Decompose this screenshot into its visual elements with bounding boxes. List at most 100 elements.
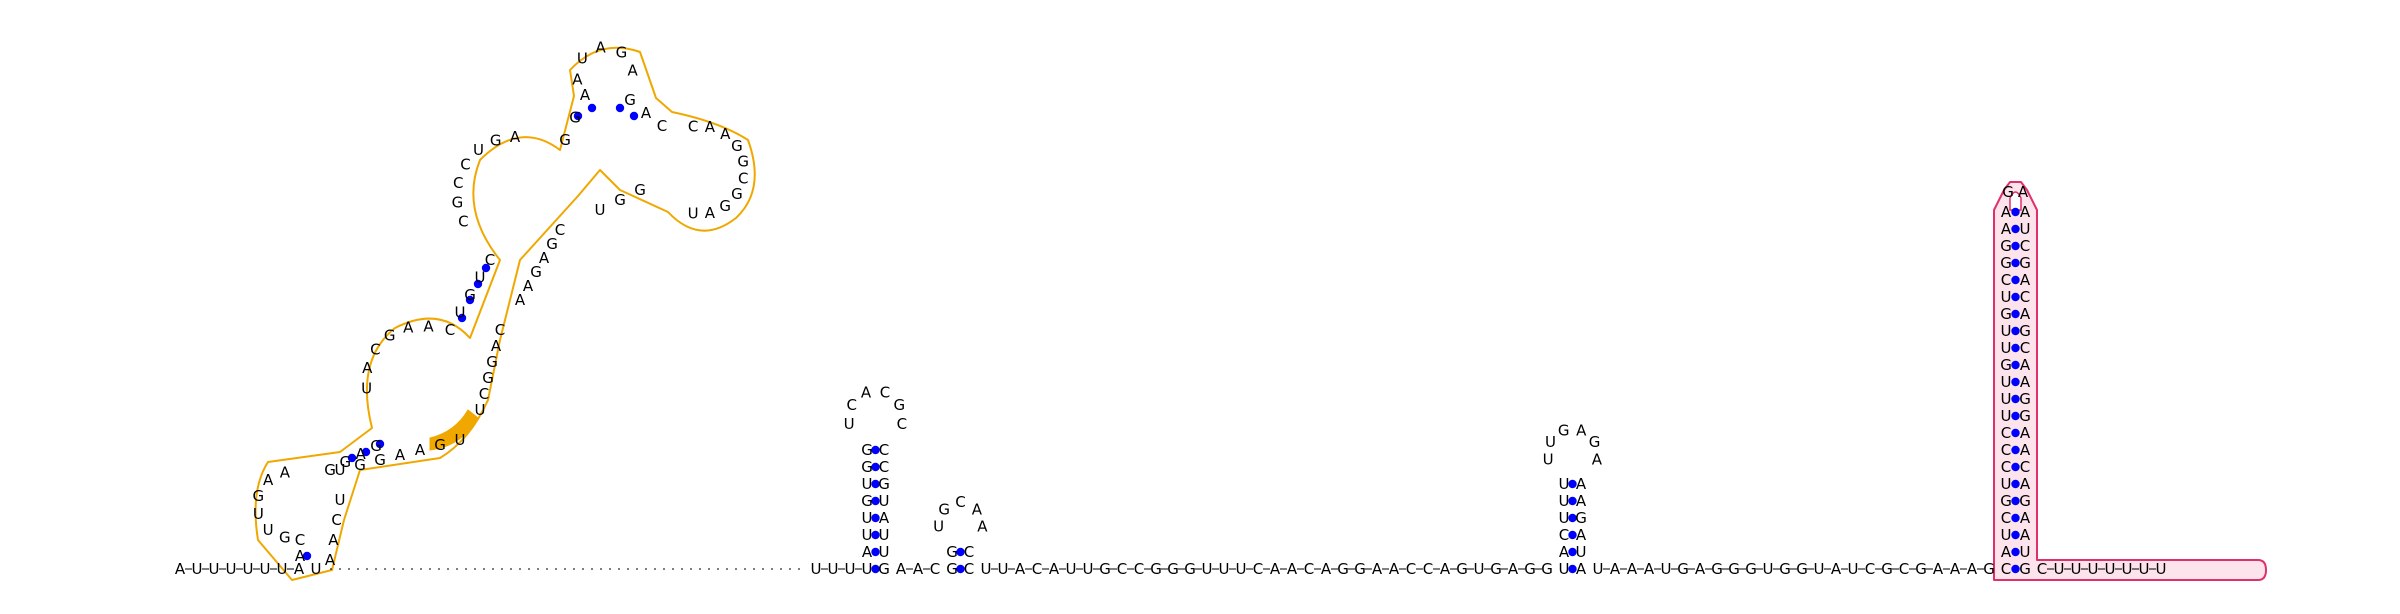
poly-u-tail-nucleotide: U — [2156, 560, 2167, 578]
terminator-loop: G — [2002, 183, 2014, 201]
base-pair-dot — [347, 453, 357, 463]
linker-nucleotide: C — [1865, 560, 1875, 578]
left-domain-nucleotide: G — [434, 436, 446, 454]
linker-nucleotide: U — [1236, 560, 1247, 578]
terminator-stem-right: A — [2020, 305, 2031, 323]
left-domain-nucleotide: G — [384, 326, 396, 344]
linker-nucleotide: U — [1763, 560, 1774, 578]
left-domain-nucleotide: C — [738, 169, 748, 187]
leader-nucleotide: A — [175, 560, 186, 578]
hairpin-a-base: G — [878, 560, 890, 578]
hairpin-c-stem-right: A — [1576, 492, 1587, 510]
base-pair-dot — [2011, 241, 2020, 251]
terminator-stem-right: A — [2020, 526, 2031, 544]
linker-nucleotide: G — [1711, 560, 1723, 578]
left-domain-nucleotide: G — [354, 456, 366, 474]
linker-nucleotide: U — [845, 560, 856, 578]
base-pair-dot — [1568, 479, 1577, 489]
base-pair-dot — [871, 479, 880, 489]
hairpin-b-loop: A — [977, 517, 988, 535]
terminator-stem-right: C — [2020, 339, 2030, 357]
left-domain-nucleotide: C — [479, 385, 489, 403]
hairpin-c-loop: A — [1576, 422, 1587, 440]
linker-nucleotide: C — [1423, 560, 1433, 578]
left-domain-nucleotide: C — [485, 251, 495, 269]
hairpin-a-stem-right: U — [879, 543, 890, 561]
base-pair-dot — [2011, 445, 2020, 455]
base-pair-dots — [302, 103, 2020, 574]
terminator-stem-left: U — [2001, 390, 2012, 408]
left-domain-nucleotide: C — [657, 117, 667, 135]
linker-nucleotide: G — [1915, 560, 1927, 578]
terminator-stem-left: G — [2000, 254, 2012, 272]
left-domain-nucleotide: U — [577, 50, 588, 68]
terminator-stem-left: U — [2001, 526, 2012, 544]
left-domain-nucleotide: G — [324, 461, 336, 479]
linker-nucleotide: G — [1524, 560, 1536, 578]
hairpin-b-loop: C — [955, 493, 965, 511]
left-domain-nucleotide: G — [452, 194, 464, 212]
base-pair-dot — [587, 103, 597, 113]
base-pair-dot — [2011, 207, 2020, 217]
hairpin-a-stem-right: A — [879, 509, 890, 527]
left-domain-nucleotide: A — [295, 547, 306, 565]
base-pair-dot — [2011, 411, 2020, 421]
left-domain-nucleotide: U — [455, 431, 466, 449]
linker-nucleotide: G — [1541, 560, 1553, 578]
linker-nucleotide: G — [1745, 560, 1757, 578]
hairpin-b-stem-left: G — [946, 543, 958, 561]
base-pair-dot — [1568, 547, 1577, 557]
hairpin-c-stem-left: U — [1559, 560, 1570, 578]
base-pair-dot — [2011, 360, 2020, 370]
left-domain-nucleotide: A — [705, 118, 716, 136]
linker-nucleotide: A — [1321, 560, 1332, 578]
linker-nucleotide: A — [1440, 560, 1451, 578]
left-domain-nucleotide: U — [475, 269, 486, 287]
leader-nucleotide: U — [260, 560, 271, 578]
left-domain-nucleotide: C — [453, 174, 463, 192]
base-pair-dot — [2011, 377, 2020, 387]
linker-nucleotide: A — [1695, 560, 1706, 578]
base-pair-dot — [2011, 564, 2020, 574]
hairpin-c-stem-left: C — [1559, 526, 1569, 544]
hairpin-c-loop: U — [1543, 451, 1554, 469]
base-pair-dot — [2011, 428, 2020, 438]
left-domain-nucleotide: C — [331, 511, 341, 529]
hairpin-c-stem-right: U — [1576, 543, 1587, 561]
left-domain-nucleotide: A — [415, 441, 426, 459]
base-pair-dot — [871, 462, 880, 472]
hairpin-a-loop: U — [844, 415, 855, 433]
base-pair-dot — [956, 564, 965, 574]
linker-nucleotide: G — [1354, 560, 1366, 578]
hairpin-c-loop: A — [1592, 451, 1603, 469]
linker-nucleotide: C — [930, 560, 940, 578]
hairpin-b-loop: A — [972, 500, 983, 518]
left-domain-nucleotide: G — [374, 451, 386, 469]
base-pair-dot — [457, 313, 467, 323]
hairpin-c-stem-right: A — [1576, 475, 1587, 493]
hairpin-a-loop: C — [846, 396, 856, 414]
hairpin-c-loop: G — [1558, 422, 1570, 440]
base-pair-dot — [956, 547, 965, 557]
hairpin-c-loop: G — [1589, 433, 1601, 451]
linker-nucleotide: C — [1406, 560, 1416, 578]
terminator-stem-right: G — [2019, 560, 2031, 578]
linker-nucleotide: G — [1677, 560, 1689, 578]
base-pair-dot — [871, 445, 880, 455]
linker-nucleotide: U — [998, 560, 1009, 578]
left-domain-nucleotide: U — [361, 379, 372, 397]
base-pair-dot — [1568, 530, 1577, 540]
base-pair-dot — [2011, 462, 2020, 472]
linker-nucleotide: U — [981, 560, 992, 578]
base-pair-dot — [871, 513, 880, 523]
linker-nucleotide: A — [1270, 560, 1281, 578]
linker-nucleotide: A — [1933, 560, 1944, 578]
terminator-stem-right: G — [2019, 390, 2031, 408]
base-pair-dot — [2011, 326, 2020, 336]
linker-nucleotide: A — [1831, 560, 1842, 578]
left-domain-nucleotide: A — [641, 104, 652, 122]
base-pair-dot — [871, 496, 880, 506]
base-pair-dot — [481, 263, 491, 273]
linker-nucleotide: C — [1304, 560, 1314, 578]
base-pair-dot — [375, 439, 385, 449]
